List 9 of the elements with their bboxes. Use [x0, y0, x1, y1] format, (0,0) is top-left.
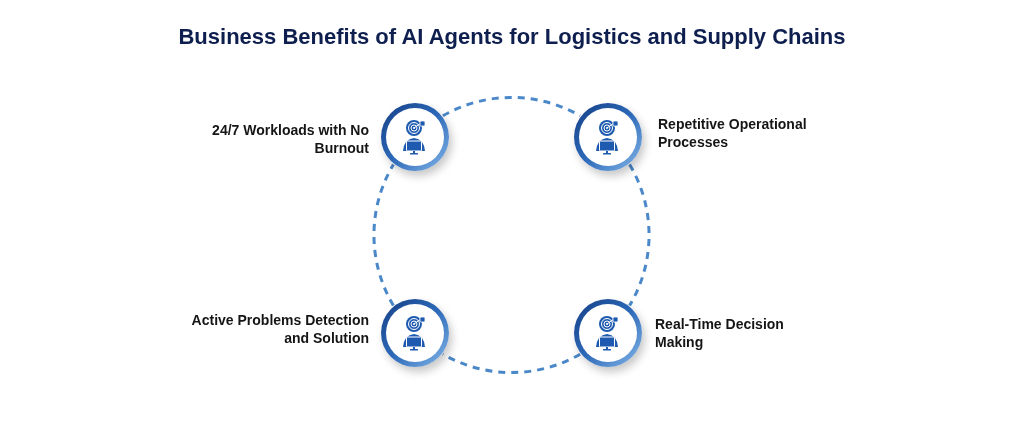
benefit-label: Active Problems Detection and Solution [190, 311, 369, 347]
benefit-label: Repetitive Operational Processes [658, 115, 808, 151]
dashed-arc-connector [442, 352, 581, 374]
benefit-label: Real-Time Decision Making [655, 315, 785, 351]
dashed-arc-connector [628, 163, 651, 307]
benefit-label: 24/7 Workloads with No Burnout [211, 121, 369, 157]
title: Business Benefits of AI Agents for Logistics and Supply Chains [178, 23, 846, 51]
dashed-arc-connector [442, 96, 581, 118]
dashed-arc-connector [372, 163, 395, 307]
